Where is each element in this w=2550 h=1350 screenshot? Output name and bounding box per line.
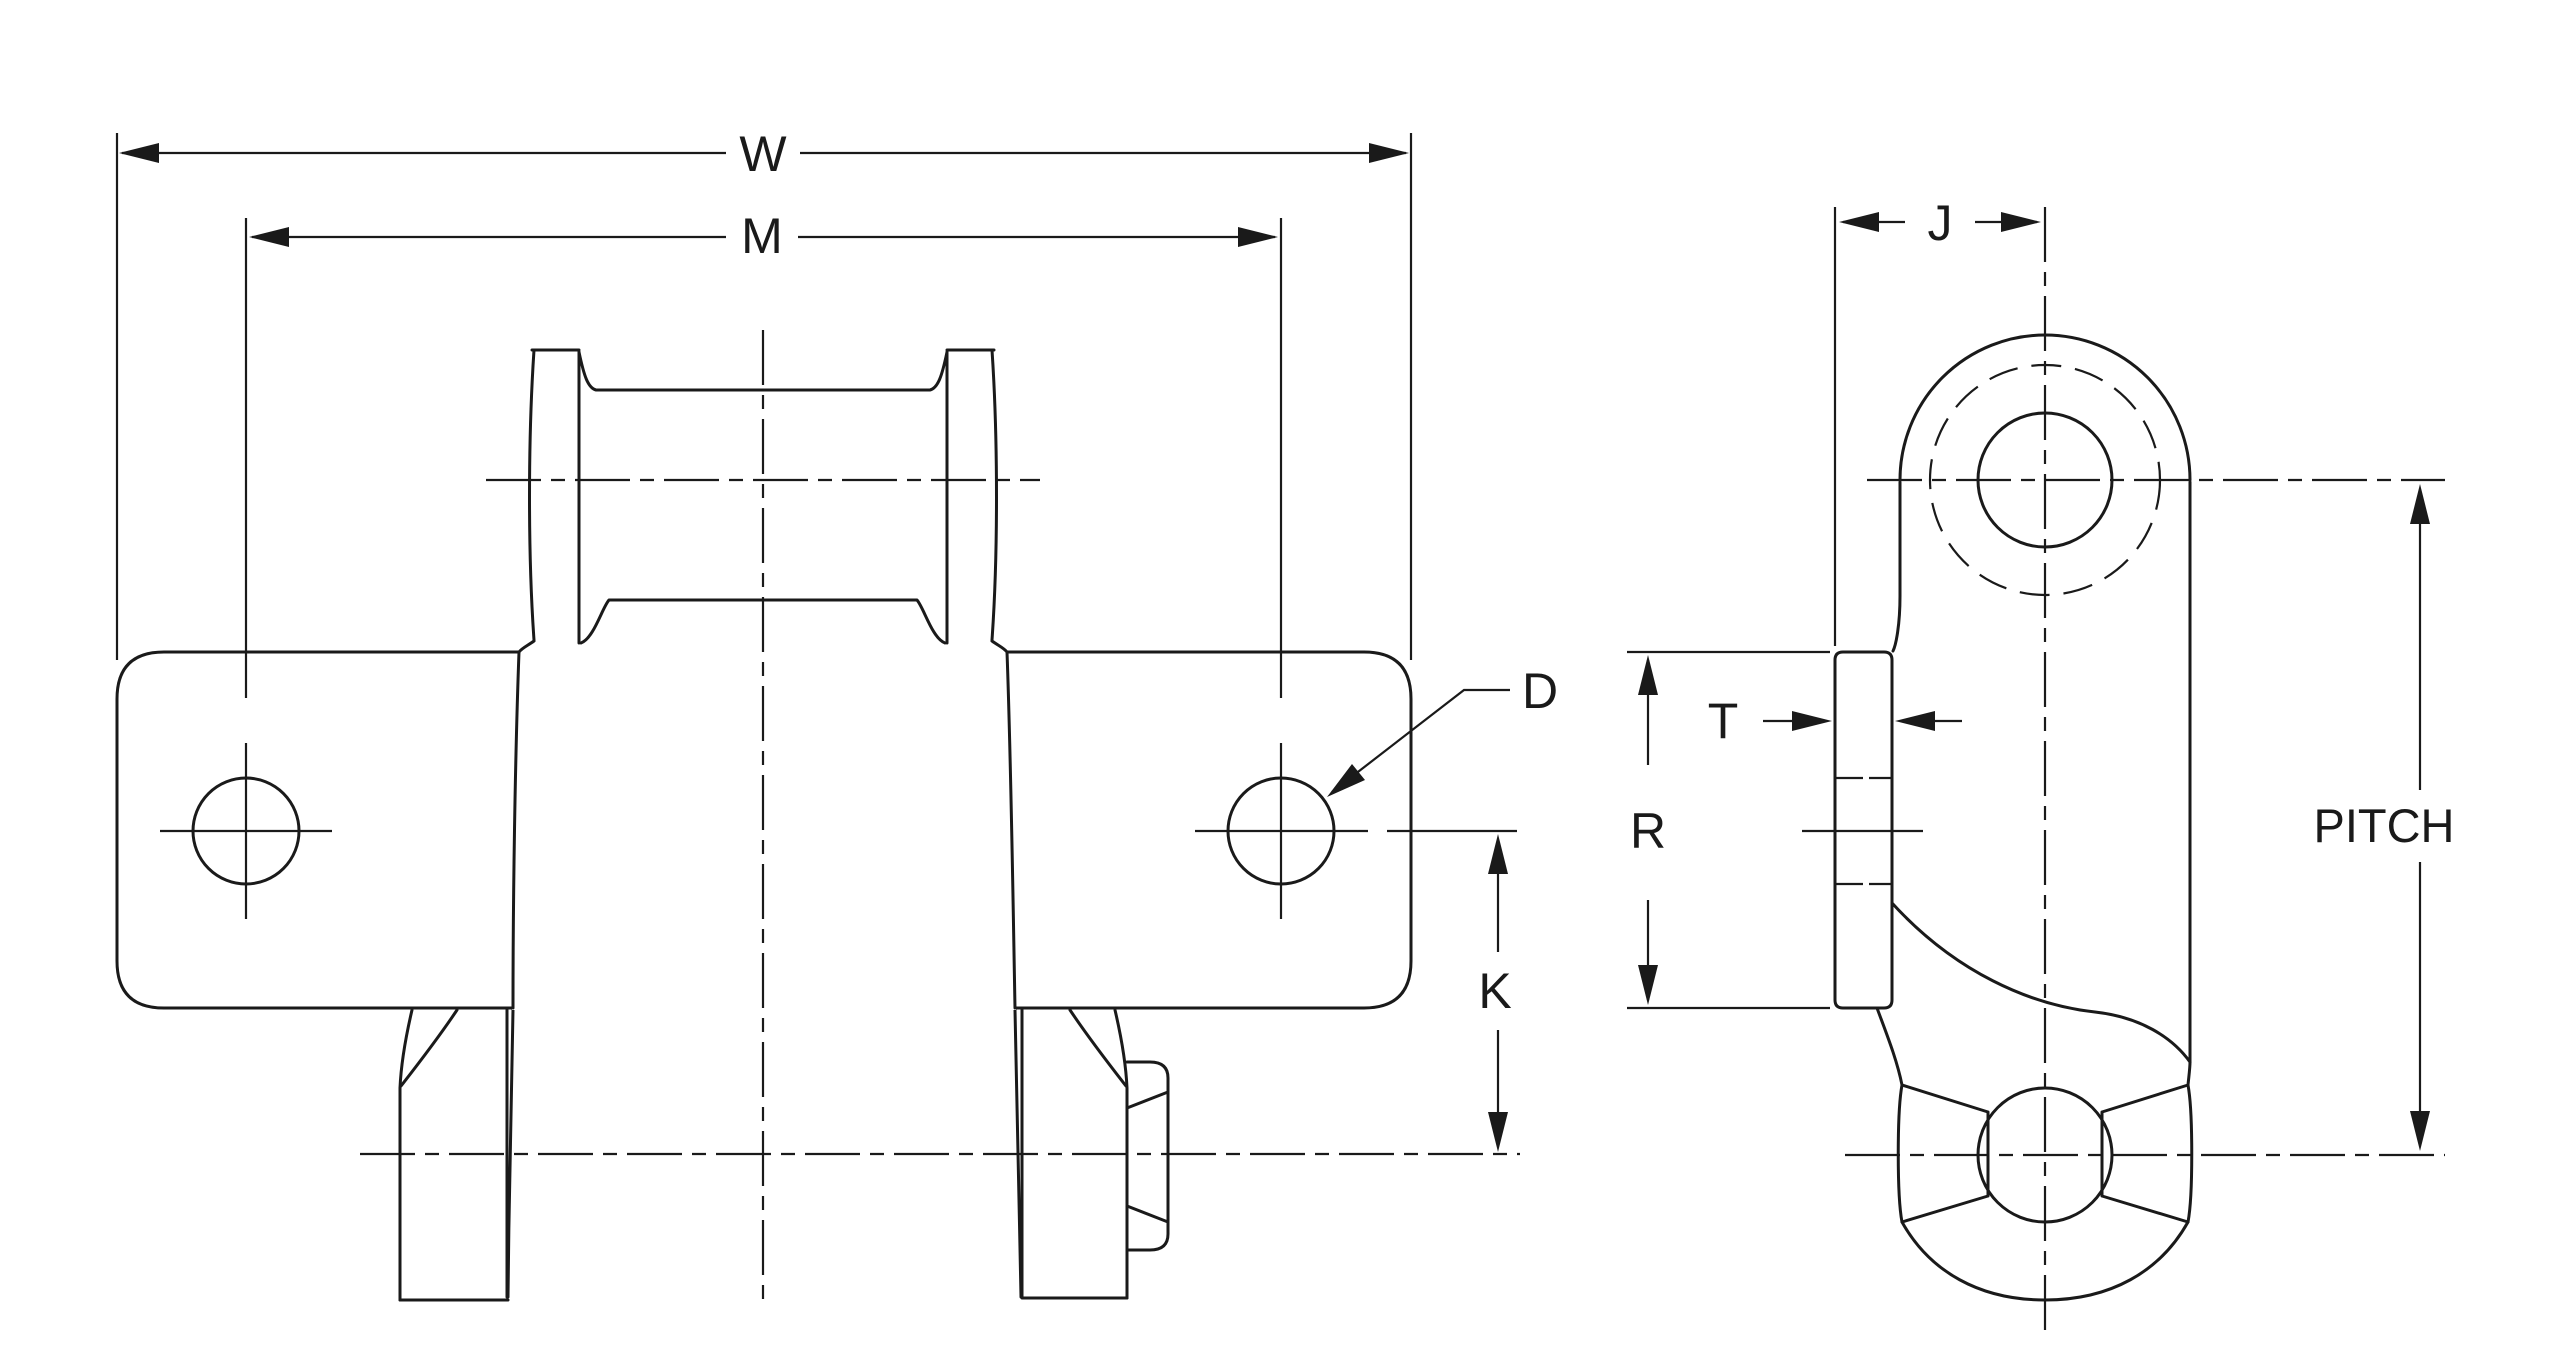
label-r: R [1630, 803, 1666, 859]
dimension-r: R [1627, 650, 1830, 1010]
label-d: D [1522, 663, 1558, 719]
dimension-t: T [1708, 693, 1962, 749]
front-nut [1125, 1060, 1170, 1252]
label-j: J [1928, 195, 1953, 251]
left-hole [160, 743, 332, 919]
label-t: T [1708, 693, 1739, 749]
dimension-j: J [1833, 195, 2041, 646]
label-k: K [1478, 963, 1511, 1019]
side-view [1802, 207, 2445, 1330]
side-attachment-tab [1802, 650, 1923, 1010]
label-w: W [739, 126, 787, 182]
dimension-pitch: PITCH [2314, 484, 2455, 1151]
label-pitch: PITCH [2314, 799, 2455, 852]
dimension-k: K [1478, 834, 1512, 1152]
side-waist-curve [1890, 901, 2192, 1064]
dimension-d: D [1327, 663, 1558, 797]
front-view [115, 330, 1520, 1302]
right-hole [1195, 743, 1517, 919]
label-m: M [741, 208, 783, 264]
front-left-leg [398, 1008, 515, 1302]
dimension-w: W [115, 126, 1413, 660]
body-fill [512, 348, 1016, 1010]
dimension-m: M [244, 208, 1283, 698]
front-right-leg [1013, 1008, 1170, 1300]
